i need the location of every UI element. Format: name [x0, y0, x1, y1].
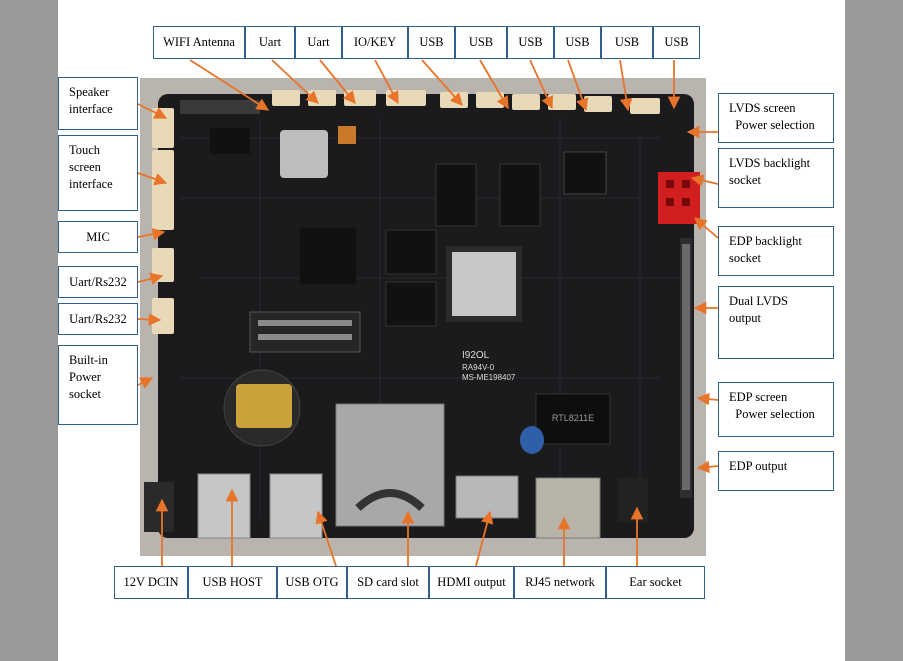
right-label-2-line-2: socket: [729, 173, 761, 187]
callout-arrow-4: [374, 59, 399, 105]
left-label-6-line-2: Power: [69, 370, 101, 384]
right-label-1-line-2: Power selection: [729, 118, 815, 132]
top-label-5: USB: [408, 26, 455, 59]
left-label-2-line-1: Touch: [69, 143, 101, 157]
callout-arrow-5: [421, 59, 463, 106]
right-label-4-line-1: Dual LVDS: [729, 294, 788, 308]
left-label-1-line-2: interface: [69, 102, 113, 116]
top-label-1: WIFI Antenna: [153, 26, 245, 59]
callout-arrow-15: [137, 313, 162, 326]
left-label-5: Uart/Rs232: [58, 303, 138, 335]
top-label-2: Uart: [245, 26, 295, 59]
bottom-label-6: RJ45 network: [514, 566, 606, 599]
callout-arrow-3: [319, 59, 356, 104]
right-label-2: LVDS backlight socket: [718, 148, 834, 208]
left-label-1: Speaker interface: [58, 77, 138, 130]
callout-arrow-16: [137, 377, 154, 389]
top-label-4: IO/KEY: [342, 26, 408, 59]
callout-arrow-12: [137, 172, 168, 186]
left-label-1-line-1: Speaker: [69, 85, 110, 99]
pcb-board: RTL8211E I92OL RA94V-0 MS-ME198407: [140, 78, 706, 556]
callout-arrow-18: [690, 174, 719, 187]
bottom-label-4: SD card slot: [347, 566, 429, 599]
callout-arrow-2: [271, 59, 319, 104]
callout-arrow-22: [696, 460, 719, 474]
callout-arrow-21: [696, 392, 719, 406]
board-marking-line1: I92OL: [462, 350, 490, 361]
right-label-4-line-2: output: [729, 311, 761, 325]
callout-arrow-19: [694, 217, 719, 239]
left-margin-band: [0, 0, 58, 661]
bottom-label-2: USB HOST: [188, 566, 277, 599]
callout-arrow-14: [137, 272, 164, 285]
right-label-4: Dual LVDS output: [718, 286, 834, 359]
right-margin-band: [845, 0, 903, 661]
right-label-5-line-2: Power selection: [729, 407, 815, 421]
bottom-label-1: 12V DCIN: [114, 566, 188, 599]
right-label-3-line-1: EDP backlight: [729, 234, 802, 248]
callout-arrow-6: [479, 59, 509, 110]
right-label-5-line-1: EDP screen: [729, 390, 788, 404]
callout-arrow-7: [529, 59, 554, 110]
left-label-4: Uart/Rs232: [58, 266, 138, 298]
lan-chip-marking: RTL8211E: [552, 413, 594, 423]
bottom-label-7: Ear socket: [606, 566, 705, 599]
left-label-2-line-2: screen: [69, 160, 101, 174]
left-label-2: Touch screen interface: [58, 135, 138, 211]
left-label-3-line-1: MIC: [86, 229, 110, 244]
callout-arrow-9: [619, 59, 633, 112]
left-label-6-line-1: Built-in: [69, 353, 108, 367]
callout-arrow-13: [137, 227, 166, 241]
callout-arrow-25: [315, 510, 337, 567]
right-label-3: EDP backlight socket: [718, 226, 834, 276]
right-label-1-line-1: LVDS screen: [729, 101, 796, 115]
board-marking-line3: MS-ME198407: [462, 373, 516, 382]
left-label-4-line-1: Uart/Rs232: [69, 274, 127, 289]
right-label-5: EDP screen Power selection: [718, 382, 834, 437]
top-label-10: USB: [653, 26, 700, 59]
left-label-5-line-1: Uart/Rs232: [69, 311, 127, 326]
callout-arrow-1: [189, 59, 270, 111]
bottom-label-3: USB OTG: [277, 566, 347, 599]
callout-arrow-27: [475, 510, 494, 567]
bottom-label-5: HDMI output: [429, 566, 514, 599]
right-label-6: EDP output: [718, 451, 834, 491]
top-label-3: Uart: [295, 26, 342, 59]
right-label-2-line-1: LVDS backlight: [729, 156, 811, 170]
left-label-3: MIC: [58, 221, 138, 253]
top-label-8: USB: [554, 26, 601, 59]
board-marking-line2: RA94V-0: [462, 363, 495, 372]
top-label-6: USB: [455, 26, 507, 59]
left-label-6-line-3: socket: [69, 387, 101, 401]
right-label-1: LVDS screen Power selection: [718, 93, 834, 143]
callout-arrow-8: [567, 59, 589, 112]
right-label-6-line-1: EDP output: [729, 459, 788, 473]
left-label-2-line-3: interface: [69, 177, 113, 191]
top-label-7: USB: [507, 26, 554, 59]
callout-arrow-11: [137, 103, 168, 119]
right-label-3-line-2: socket: [729, 251, 761, 265]
top-label-9: USB: [601, 26, 653, 59]
